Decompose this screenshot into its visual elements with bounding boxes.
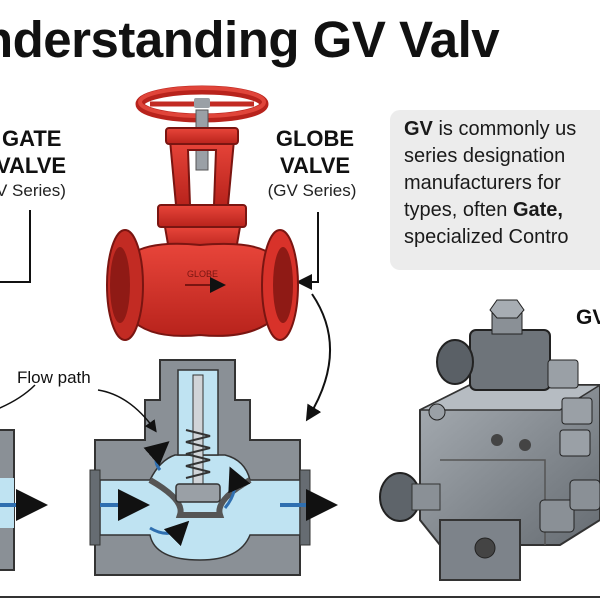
globe-subtitle: (GV Series) [267,181,357,200]
info-line-4: types, often Gate, [404,197,576,224]
gv-manifold-label: GV [576,306,600,329]
info-gate-bold: Gate, [512,199,563,221]
globe-title-line1: GLOBE [275,126,355,151]
info-box: GV is commonly us series designation man… [390,110,600,270]
cutaway-arrow [305,293,331,422]
gate-connector-line [0,210,31,283]
page-title: nderstanding GV Valv [0,11,500,68]
valve-yoke [168,139,236,206]
info-line-5: specialized Contro [404,226,569,248]
solenoid-coil [469,329,551,391]
globe-valve-heading: GLOBE VALVE (GV Series) [268,125,360,201]
info-line-4-text: types, often [404,199,513,221]
gate-title-line1: GATE [2,126,62,151]
valve-plug [175,483,221,503]
gate-title-line2: VALVE [0,153,67,178]
globe-title-line2: VALVE [279,153,351,178]
globe-valve-cutaway [89,359,338,576]
gate-valve-heading: GATE VALVE V Series) [0,125,66,201]
gate-subtitle: V Series) [0,181,66,200]
globe-connector-arrow [296,212,319,290]
info-line-1: GV is commonly us [404,116,576,143]
valve-bonnet [157,204,247,228]
info-line-3: manufacturers for [404,172,561,194]
info-gv-bold: GV [404,118,433,140]
info-line-1-text: is commonly us [432,118,577,140]
gv-manifold-block [379,299,600,581]
gate-valve-cutaway [0,384,48,571]
flow-path-label: Flow path [17,368,91,387]
info-line-2: series designation [404,145,566,167]
globe-valve-3d [106,85,299,341]
flow-path-leader [97,389,157,433]
body-cast-text: GLOBE [187,269,218,279]
valve-body [129,242,276,337]
valve-spring [185,429,211,479]
